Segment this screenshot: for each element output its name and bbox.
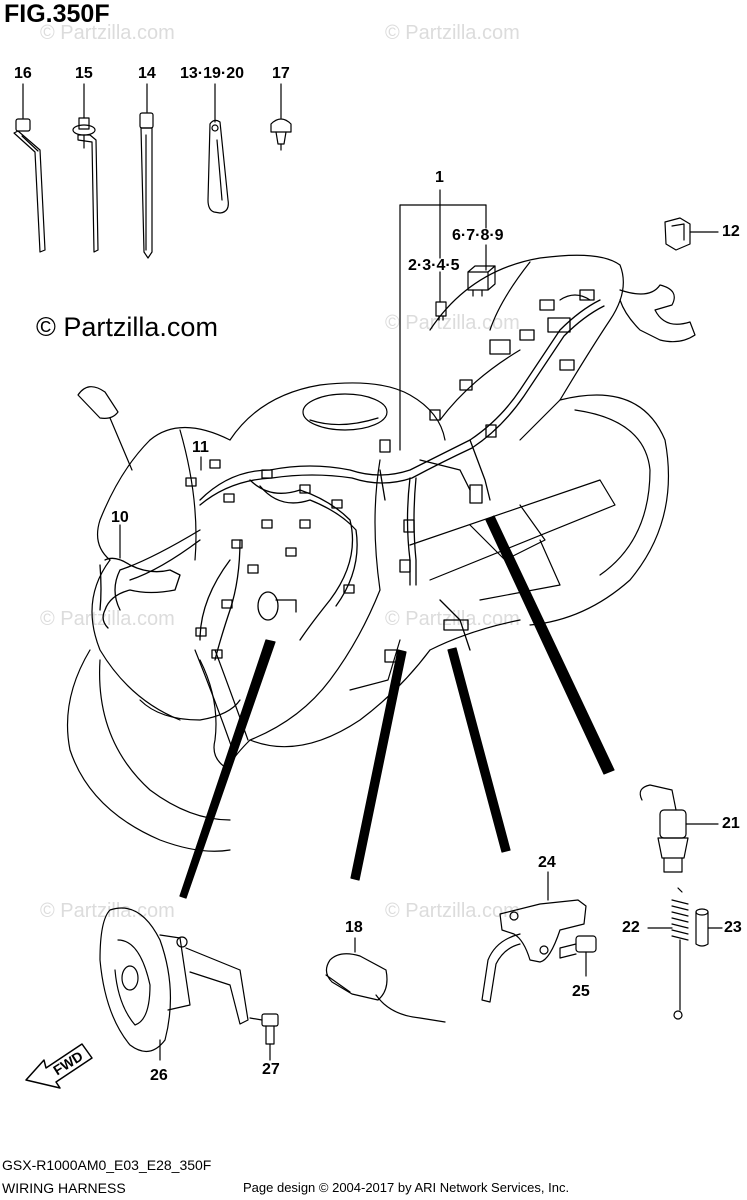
callout-17: 17	[272, 65, 290, 82]
wiring-harness	[99, 289, 605, 663]
clamp-bolt-part-15	[72, 117, 99, 253]
callout-22: 22	[622, 919, 640, 936]
callout-25: 25	[572, 983, 590, 1000]
leader-lines-top	[22, 83, 282, 123]
clamp-part-16	[13, 118, 46, 253]
callout-14: 14	[138, 65, 156, 82]
callout-24: 24	[538, 854, 556, 871]
callout-12: 12	[722, 223, 740, 240]
bolt-part-25	[559, 935, 597, 977]
callout-10: 10	[111, 509, 129, 526]
faint-watermark: © Partzilla.com	[40, 22, 175, 44]
fwd-arrow-icon	[25, 1043, 93, 1089]
bolt-part-27	[249, 1013, 279, 1061]
holder-part-13	[207, 119, 229, 214]
faint-watermark: © Partzilla.com	[385, 608, 520, 630]
footer-credit: Page design © 2004-2017 by ARI Network S…	[243, 1180, 570, 1195]
spring-part-22	[647, 887, 689, 1020]
switch-part-24	[481, 871, 587, 1003]
callout-13-19-20: 13·19·20	[180, 65, 245, 82]
faint-watermark: © Partzilla.com	[40, 608, 175, 630]
callout-26: 26	[150, 1067, 168, 1084]
faint-watermark: © Partzilla.com	[385, 900, 520, 922]
relay-part	[467, 265, 496, 297]
main-leaders	[119, 456, 202, 559]
callout-21: 21	[722, 815, 740, 832]
horn-part-26	[99, 907, 249, 1061]
callout-23: 23	[724, 919, 742, 936]
callout-1: 1	[435, 169, 444, 186]
callout-18: 18	[345, 919, 363, 936]
figure-title: FIG.350F	[4, 0, 110, 28]
callout-6-7-8-9: 6·7·8·9	[452, 227, 504, 244]
watermark-text: © Partzilla.com	[36, 312, 218, 342]
callout-27: 27	[262, 1061, 280, 1078]
faint-watermark: © Partzilla.com	[40, 900, 175, 922]
cable-tie-part-14	[139, 112, 154, 259]
pointer-wedges	[179, 515, 615, 899]
footer-diagram-code: GSX-R1000AM0_E03_E28_350F	[2, 1157, 212, 1173]
clip-part-17	[270, 118, 292, 151]
sender-part-21	[639, 784, 719, 873]
sleeve-part-23	[695, 908, 723, 947]
connector-part-12	[664, 217, 719, 251]
motorcycle-outline	[66, 254, 696, 852]
callout-2-3-4-5: 2·3·4·5	[408, 257, 460, 274]
sensor-part-18	[325, 937, 446, 1023]
callout-16: 16	[14, 65, 32, 82]
callout-15: 15	[75, 65, 93, 82]
relay-bracket	[399, 189, 487, 451]
footer-diagram-title: WIRING HARNESS	[2, 1180, 126, 1196]
callout-11: 11	[192, 439, 209, 456]
faint-watermark: © Partzilla.com	[385, 312, 520, 334]
faint-watermark: © Partzilla.com	[385, 22, 520, 44]
